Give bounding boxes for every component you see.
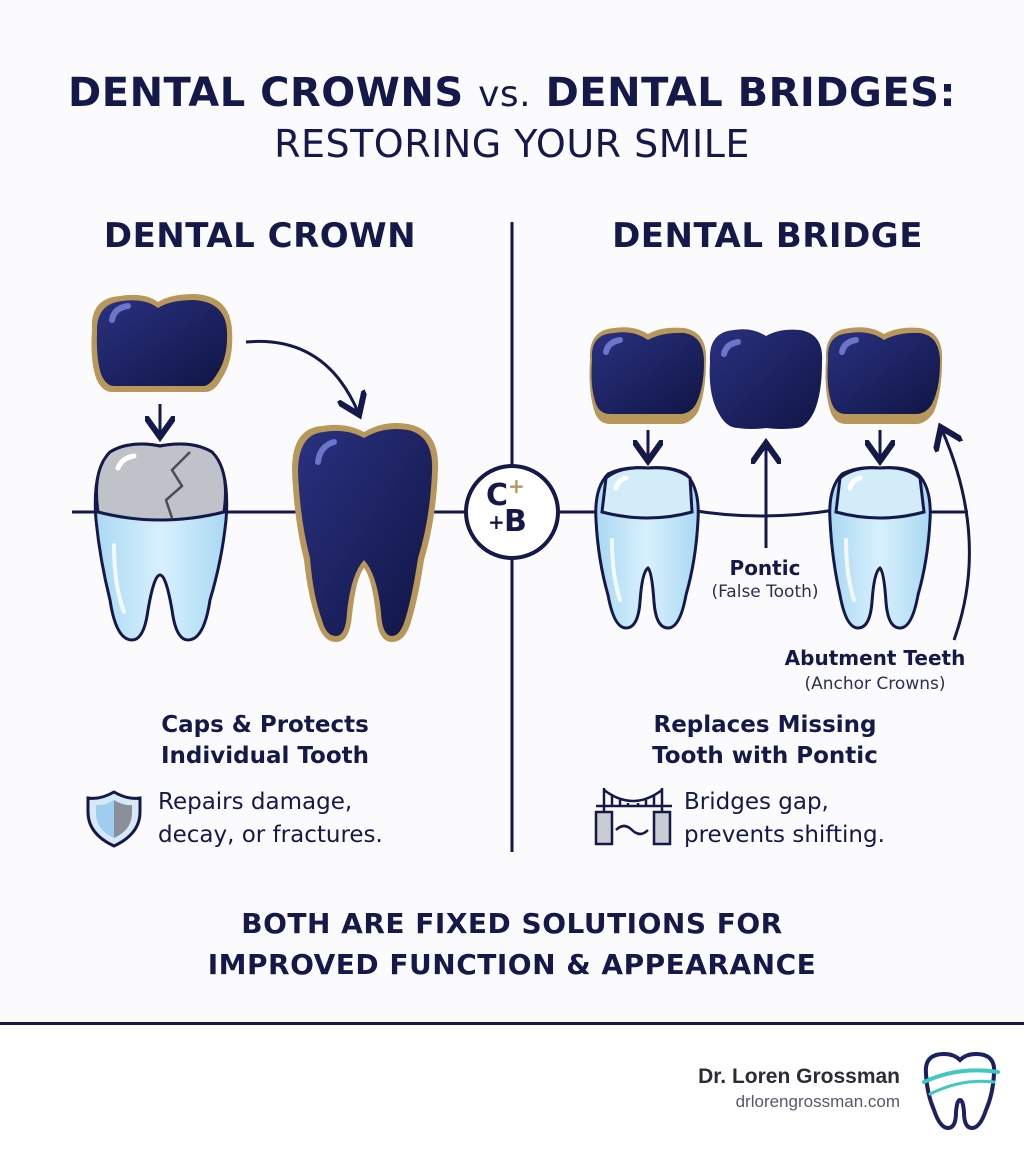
title-bridges: DENTAL BRIDGES: bbox=[545, 70, 956, 116]
prepared-tooth-icon bbox=[93, 442, 229, 642]
abutment-sublabel: (Anchor Crowns) bbox=[804, 674, 946, 694]
main-title: DENTAL CROWNS vs. DENTAL BRIDGES: bbox=[0, 70, 1024, 116]
badge-letter-b: B bbox=[504, 504, 527, 539]
crown-cap-icon bbox=[91, 294, 233, 392]
bridge-column-title: DENTAL BRIDGE bbox=[612, 216, 923, 256]
footer-divider bbox=[0, 1022, 1024, 1025]
abutment-tooth-right-icon bbox=[828, 466, 932, 630]
title-vs: vs. bbox=[478, 74, 532, 115]
crown-description: Repairs damage, decay, or fractures. bbox=[158, 786, 458, 852]
bridge-heading-line2: Tooth with Pontic bbox=[652, 743, 878, 769]
crown-heading-line1: Caps & Protects bbox=[161, 712, 369, 738]
brand-bar bbox=[0, 1025, 1024, 1154]
tooth-logo-icon bbox=[922, 1051, 1000, 1131]
bridge-crowns-icon bbox=[589, 327, 943, 429]
center-badge-circle bbox=[464, 464, 560, 560]
brand-name: Dr. Loren Grossman bbox=[698, 1065, 900, 1088]
badge-plus-bottom: + bbox=[488, 510, 505, 534]
abutment-label: Abutment Teeth bbox=[784, 646, 966, 670]
center-badge: C + + B bbox=[478, 474, 546, 548]
bridge-icon bbox=[594, 788, 672, 846]
crown-heading-line2: Individual Tooth bbox=[160, 743, 369, 769]
summary-line2: IMPROVED FUNCTION & APPEARANCE bbox=[207, 948, 817, 981]
shield-icon bbox=[86, 790, 142, 848]
summary-line1: BOTH ARE FIXED SOLUTIONS FOR bbox=[241, 907, 783, 940]
abutment-tooth-left-icon bbox=[594, 466, 700, 630]
bridge-heading-line1: Replaces Missing bbox=[653, 712, 877, 738]
crown-heading: Caps & Protects Individual Tooth bbox=[120, 710, 410, 772]
pontic-sublabel: (False Tooth) bbox=[711, 582, 819, 602]
bridge-heading: Replaces Missing Tooth with Pontic bbox=[620, 710, 910, 772]
summary-text: BOTH ARE FIXED SOLUTIONS FOR IMPROVED FU… bbox=[0, 903, 1024, 985]
title-crowns: DENTAL CROWNS bbox=[68, 70, 464, 116]
bridge-desc-line2: prevents shifting. bbox=[684, 822, 885, 848]
subtitle: RESTORING YOUR SMILE bbox=[274, 122, 750, 166]
diagram-illustration bbox=[72, 222, 971, 852]
crowned-tooth-icon bbox=[292, 423, 439, 642]
crown-desc-line1: Repairs damage, bbox=[158, 789, 353, 815]
bridge-gum-line bbox=[558, 508, 968, 518]
badge-plus-top: + bbox=[508, 474, 525, 498]
pontic-label: Pontic bbox=[729, 556, 801, 580]
bridge-description: Bridges gap, prevents shifting. bbox=[684, 786, 984, 852]
crown-desc-line2: decay, or fractures. bbox=[158, 822, 383, 848]
brand-url: drlorengrossman.com bbox=[735, 1092, 900, 1111]
crown-column-title: DENTAL CROWN bbox=[103, 216, 417, 256]
badge-letter-c: C bbox=[486, 478, 509, 513]
bridge-desc-line1: Bridges gap, bbox=[684, 789, 829, 815]
